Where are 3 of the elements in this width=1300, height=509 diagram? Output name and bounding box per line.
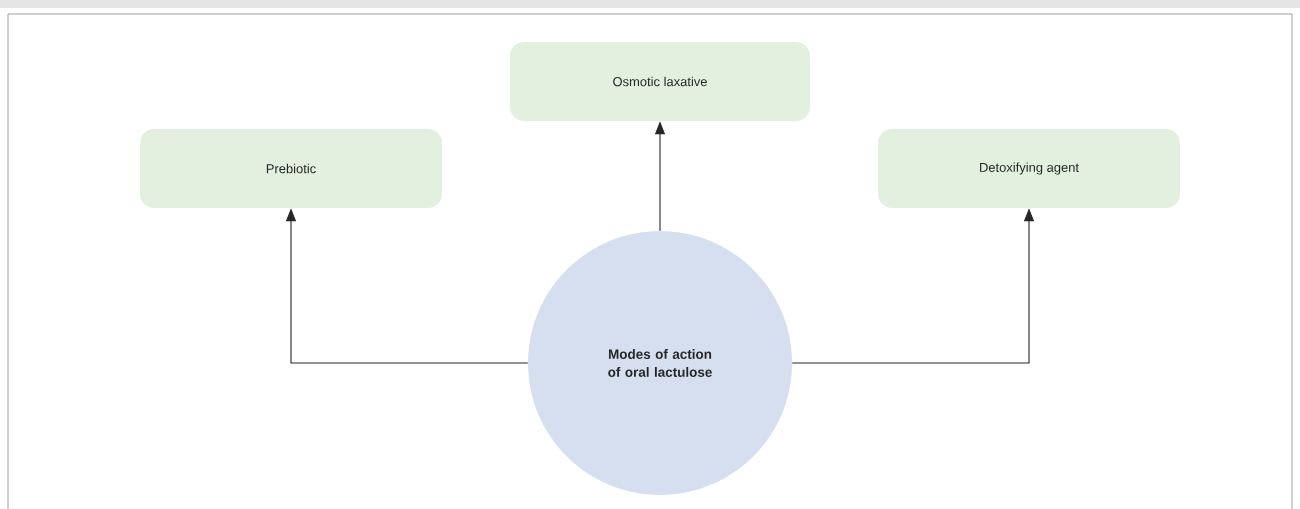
process-box: Osmotic laxative xyxy=(510,42,810,121)
process-box: Prebiotic xyxy=(140,129,442,208)
process-box: Detoxifying agent xyxy=(878,129,1180,208)
